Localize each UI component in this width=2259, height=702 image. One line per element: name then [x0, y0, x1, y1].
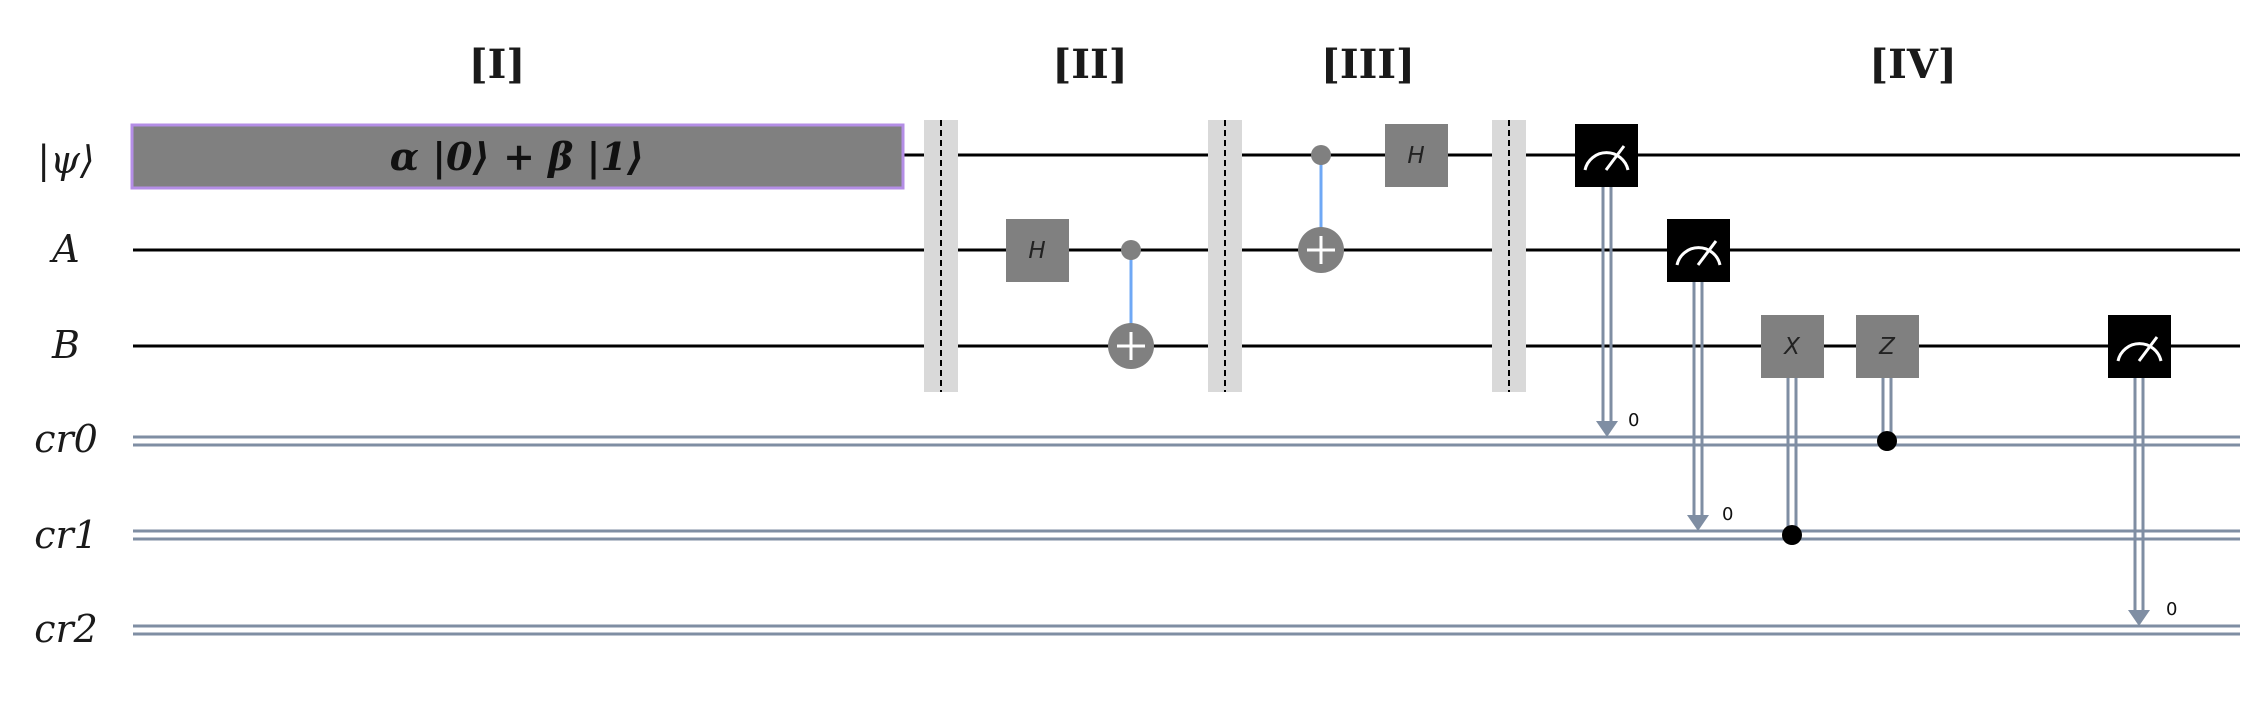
cnot-a-b — [1108, 240, 1154, 369]
measure-a-to-cr1: 0 — [1667, 219, 1733, 531]
barrier-1 — [924, 120, 958, 392]
control-dot — [1311, 145, 1331, 165]
target-plus-icon — [1108, 323, 1154, 369]
hadamard-gate-a: H — [1006, 219, 1069, 282]
conditional-x-gate: X — [1761, 315, 1824, 545]
conditional-z-gate: Z — [1856, 315, 1919, 451]
state-prep-gate: α |0⟩ + β |1⟩ — [130, 123, 905, 190]
meter-icon — [1583, 145, 1630, 171]
classical-wire-cr1 — [133, 529, 2240, 541]
control-dot — [1121, 240, 1141, 260]
stage-label-3: [III] — [1321, 41, 1415, 88]
measure-bit-label: 0 — [1628, 410, 1639, 431]
meter-icon — [2116, 336, 2163, 362]
stage-label-1: [I] — [469, 41, 526, 88]
cnot-psi-a — [1298, 145, 1344, 273]
stage-label-2: [II] — [1052, 41, 1127, 88]
barrier-2 — [1208, 120, 1242, 392]
wire-label-cr1: cr1 — [34, 513, 98, 557]
classical-wire-cr0 — [133, 435, 2240, 447]
target-plus-icon — [1298, 227, 1344, 273]
stage-label-4: [IV] — [1869, 41, 1957, 88]
barrier-3 — [1492, 120, 1526, 392]
wire-label-cr0: cr0 — [34, 417, 98, 461]
measure-bit-label: 0 — [1722, 504, 1733, 525]
measure-psi-to-cr0: 0 — [1575, 124, 1639, 437]
wire-label-cr2: cr2 — [34, 607, 98, 651]
classical-wire-cr2 — [133, 624, 2240, 636]
wire-label-psi: |ψ⟩ — [37, 138, 94, 182]
wire-label-a: A — [49, 227, 79, 271]
x-gate-label: X — [1783, 334, 1801, 360]
state-prep-label: α |0⟩ + β |1⟩ — [390, 134, 645, 179]
wire-label-b: B — [51, 323, 80, 367]
measure-bit-label: 0 — [2166, 599, 2177, 620]
hadamard-gate-psi-label: H — [1407, 143, 1424, 169]
classical-control-dot — [1877, 431, 1897, 451]
classical-control-dot — [1782, 525, 1802, 545]
measure-b-to-cr2: 0 — [2108, 315, 2177, 626]
hadamard-gate-psi: H — [1385, 124, 1448, 187]
meter-icon — [1675, 240, 1722, 266]
hadamard-gate-a-label: H — [1028, 238, 1045, 264]
z-gate-label: Z — [1878, 334, 1896, 360]
